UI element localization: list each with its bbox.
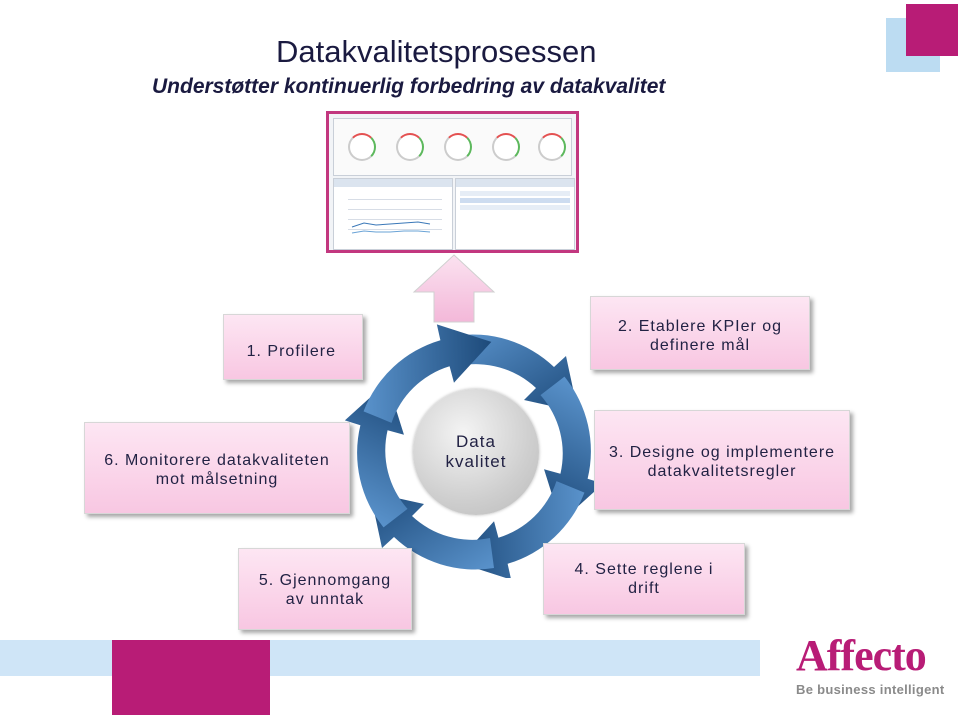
step-box-designe-regler: 3. Designe og implementere datakvalitets…	[594, 410, 850, 510]
gauge-strip	[333, 118, 572, 176]
center-label-line2: kvalitet	[445, 452, 507, 471]
step-box-gjennomgang: 5. Gjennomgang av unntak	[238, 548, 412, 630]
step-box-profilere: 1. Profilere	[223, 314, 363, 380]
process-cycle-graphic	[344, 324, 600, 578]
center-label-line1: Data	[456, 432, 496, 451]
step-box-monitorere: 6. Monitorere datakvaliteten mot målsetn…	[84, 422, 350, 514]
decor-magenta-square	[906, 4, 958, 56]
page-subtitle: Understøtter kontinuerlig forbedring av …	[152, 75, 666, 98]
gauge-icon	[492, 133, 520, 161]
step-label: 4. Sette reglene i drift	[574, 561, 714, 597]
gauge-icon	[396, 133, 424, 161]
dashboard-screenshot-image	[326, 111, 579, 253]
gauge-icon	[444, 133, 472, 161]
affecto-logo: Affecto	[796, 631, 927, 680]
step-label: 2. Etablere KPIer og definere mål	[617, 318, 783, 354]
gauge-icon	[538, 133, 566, 161]
cycle-arrow-segment	[363, 324, 492, 423]
step-label: 5. Gjennomgang av unntak	[258, 572, 392, 608]
step-box-sette-i-drift: 4. Sette reglene i drift	[543, 543, 745, 615]
logo-tagline: Be business intelligent	[796, 682, 945, 697]
gauge-icon	[348, 133, 376, 161]
step-label: 1. Profilere	[246, 342, 336, 360]
center-circle: Data kvalitet	[413, 389, 539, 515]
panel-header	[334, 179, 452, 187]
step-box-etablere-kpier: 2. Etablere KPIer og definere mål	[590, 296, 810, 370]
decor-bottom-magenta-block	[112, 640, 270, 715]
trend-line-graphic	[351, 221, 431, 234]
page-title: Datakvalitetsprosessen	[276, 34, 597, 69]
panel-header	[456, 179, 574, 187]
step-label: 6. Monitorere datakvaliteten mot målsetn…	[104, 452, 330, 488]
trend-panel	[333, 178, 453, 250]
reports-panel	[455, 178, 575, 250]
step-label: 3. Designe og implementere datakvalitets…	[608, 444, 836, 480]
